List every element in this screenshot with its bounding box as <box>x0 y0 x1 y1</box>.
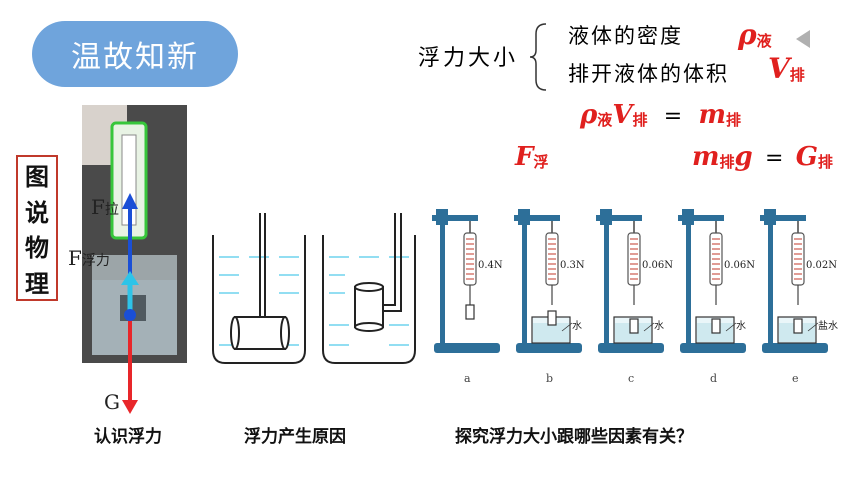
experiment-row: 0.4N a 0.3N 水 b 0.06N 水 c 0.06N 水 d 0.02N 盐水 e <box>428 205 848 390</box>
scale-reading: 0.4N <box>478 260 503 271</box>
stand-illustration <box>596 209 664 353</box>
stand-illustration <box>514 209 582 353</box>
caption-explore: 探究浮力大小跟哪些因素有关？ <box>455 427 693 447</box>
stand-illustration <box>678 209 746 353</box>
stand-letter: c <box>628 372 635 385</box>
scale-reading: 0.06N <box>642 260 674 271</box>
rho-liquid: ρ液 <box>738 18 772 51</box>
title-pill[interactable]: 温故知新 <box>32 21 238 87</box>
scale-reading: 0.02N <box>806 260 838 271</box>
f-buoyancy: F浮 <box>515 142 549 172</box>
scale-reading: 0.06N <box>724 260 756 271</box>
force-gravity-label: G <box>104 390 120 414</box>
liquid-label: 水 <box>736 321 746 332</box>
scale-reading: 0.3N <box>560 260 585 271</box>
experiment-stand: 0.4N a <box>428 205 510 390</box>
stand-letter: a <box>464 372 471 385</box>
caption-cause: 浮力产生原因 <box>244 427 346 447</box>
stand-letter: b <box>546 372 554 385</box>
buoyancy-label: 浮力大小 <box>418 46 519 71</box>
stand-letter: e <box>792 372 799 385</box>
liquid-label: 水 <box>572 321 582 332</box>
force-pull-label: F拉 <box>91 195 119 219</box>
stand-letter: d <box>710 372 718 385</box>
liquid-label: 水 <box>654 321 664 332</box>
factor-volume: 排开液体的体积 <box>568 62 729 86</box>
brace-icon <box>529 23 547 91</box>
caption-know-buoyancy: 认识浮力 <box>94 427 162 447</box>
force-buoyancy-label: F浮力 <box>68 246 110 270</box>
experiment-stand: 0.06N 水 c <box>592 205 674 390</box>
sidebar-char: 物 <box>25 234 49 263</box>
stand-illustration <box>432 209 500 353</box>
sidebar-char: 说 <box>25 198 49 227</box>
equation-weight: m排g = G排 <box>692 142 833 172</box>
v-displaced: V排 <box>768 52 805 85</box>
experiment-stand: 0.06N 水 d <box>674 205 756 390</box>
liquid-label: 盐水 <box>818 321 838 332</box>
force-arrows <box>121 193 139 414</box>
experiment-stand: 0.3N 水 b <box>510 205 592 390</box>
stand-illustration <box>760 209 828 353</box>
equation-mass: ρ液V排 = m排 <box>580 100 742 130</box>
beaker-diagrams <box>212 213 416 364</box>
sidebar-char: 理 <box>25 269 49 298</box>
sidebar-label: 图 说 物 理 <box>16 155 58 301</box>
sidebar-char: 图 <box>25 163 49 192</box>
factor-density: 液体的密度 <box>568 24 683 48</box>
experiment-stand: 0.02N 盐水 e <box>756 205 838 390</box>
back-icon[interactable] <box>796 30 810 48</box>
